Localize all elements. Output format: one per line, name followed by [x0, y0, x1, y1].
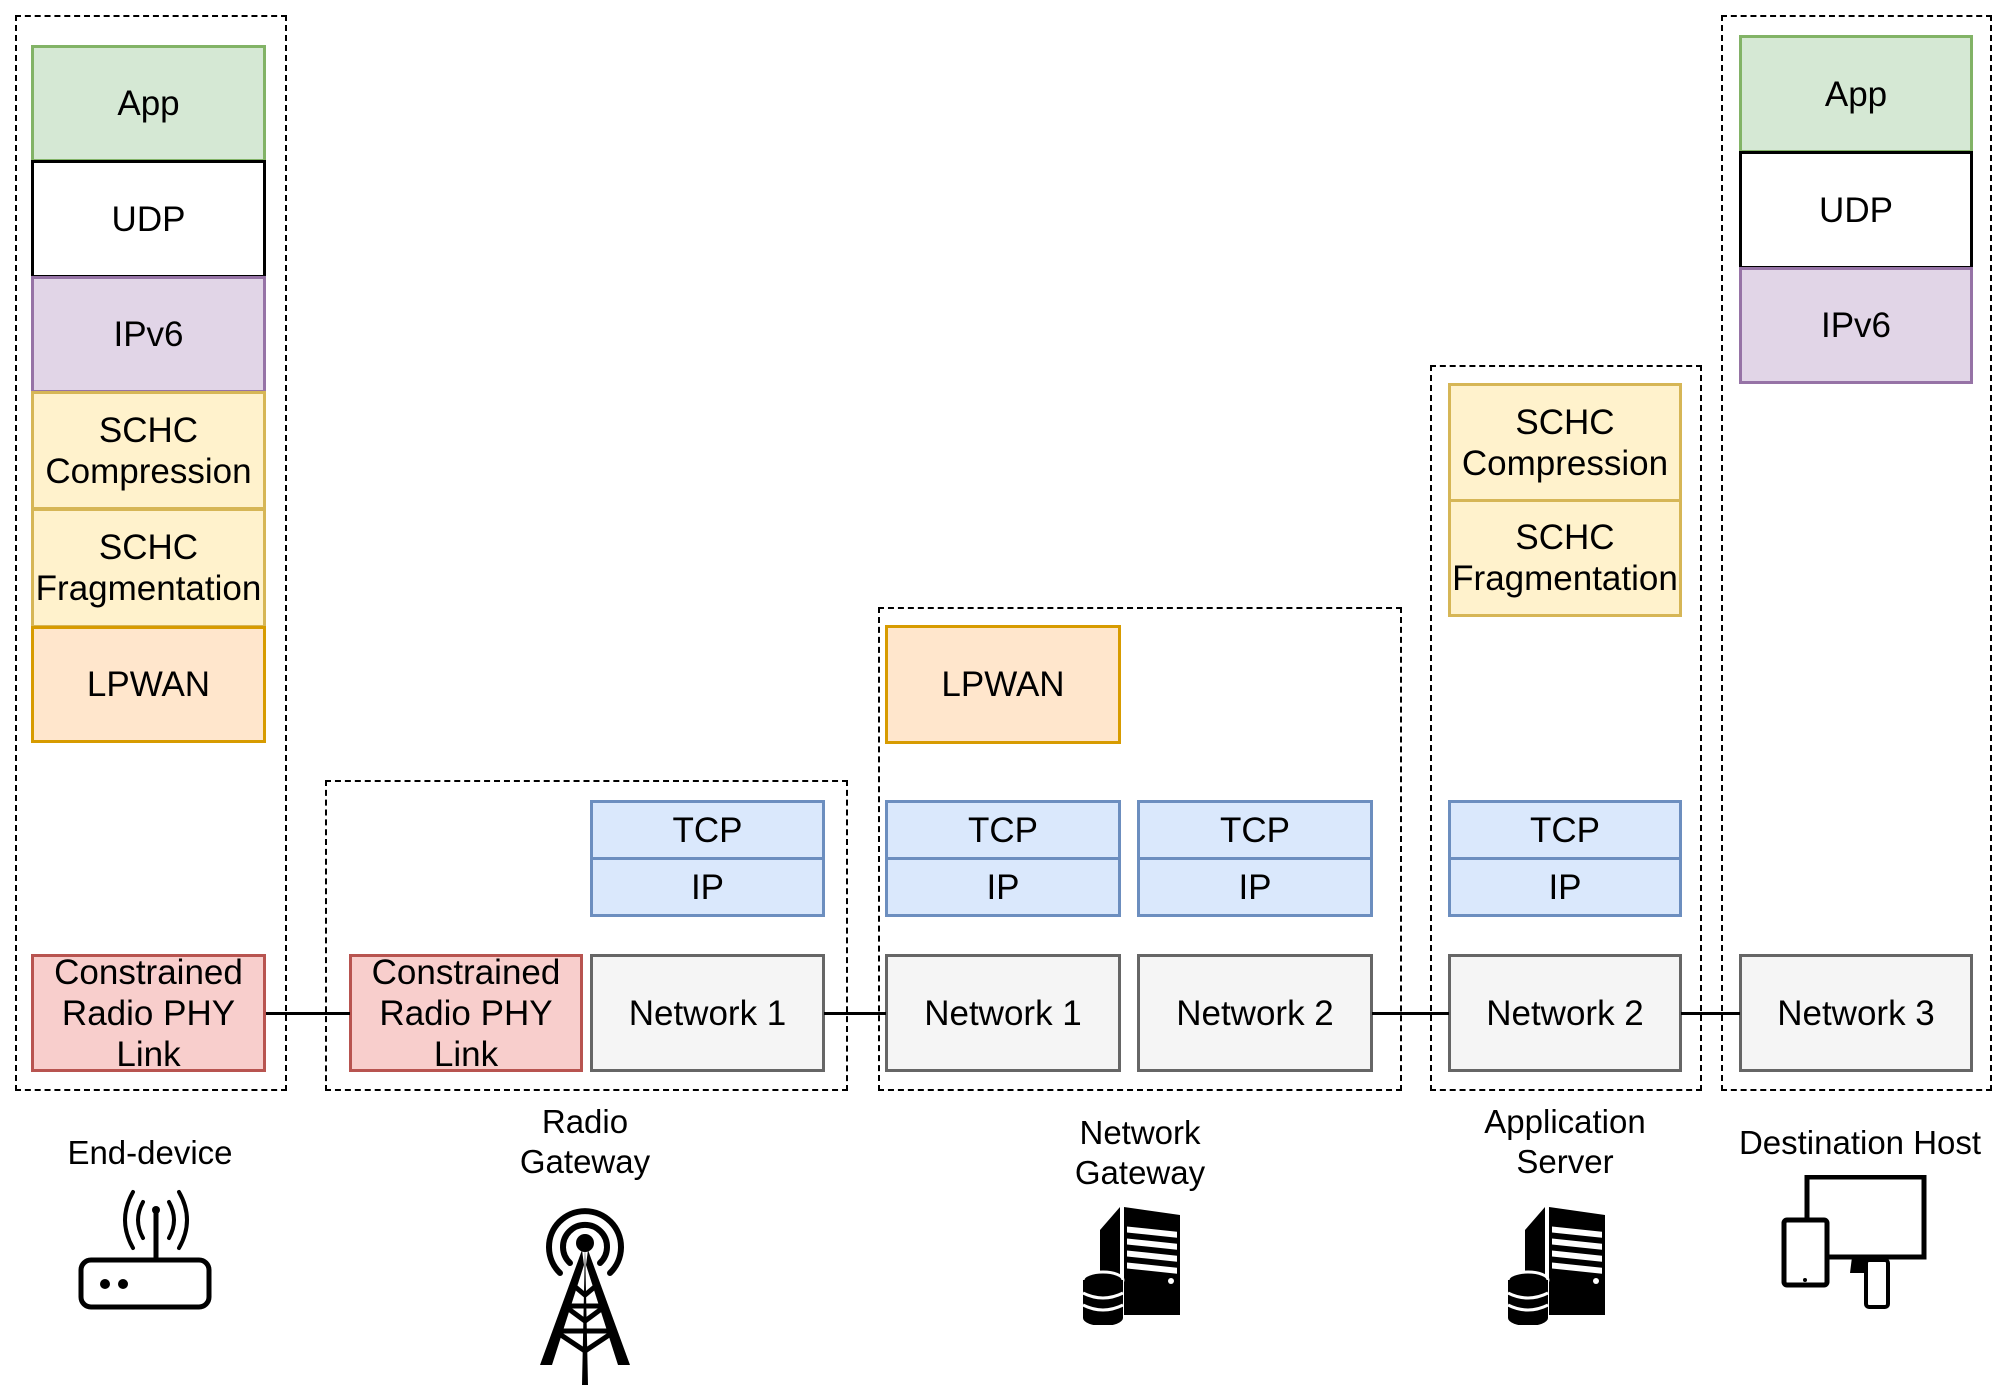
router-icon [78, 1190, 212, 1310]
radio-gateway-ip-layer: IP [590, 857, 825, 917]
network-gateway-network-2-layer: Network 2 [1137, 954, 1373, 1072]
network-gateway-right-tcp-layer: TCP [1137, 800, 1373, 860]
server-icon [1081, 1207, 1180, 1325]
devices-icon [1781, 1175, 1927, 1309]
destination-host-network-3-layer: Network 3 [1739, 954, 1973, 1072]
radio-gateway-phy-link-layer: Constrained Radio PHY Link [349, 953, 583, 1074]
network-gateway-network-1-layer: Network 1 [885, 954, 1121, 1072]
end-device-ipv6-layer: IPv6 [31, 276, 266, 393]
end-device-udp-layer: UDP [31, 160, 266, 278]
radio-gateway-container [325, 780, 848, 1091]
end-device-label: End-device [67, 1134, 233, 1171]
destination-host-app-layer: App [1739, 35, 1973, 153]
network-gateway-right-ip-layer: IP [1137, 857, 1373, 917]
radio-gateway-label: Radio Gateway [519, 1103, 651, 1180]
end-device-app-layer: App [31, 45, 266, 162]
end-device-phy-link-layer: Constrained Radio PHY Link [31, 953, 266, 1074]
network-gateway-container [878, 607, 1402, 1091]
link-end-device-radio-gateway [266, 1012, 350, 1015]
end-device-schc-compression-layer: SCHC Compression [31, 391, 266, 510]
network-gateway-lpwan-layer: LPWAN [885, 625, 1121, 744]
link-application-server-destination-host [1681, 1012, 1740, 1015]
network-gateway-left-tcp-layer: TCP [885, 800, 1121, 860]
application-server-tcp-layer: TCP [1448, 800, 1682, 860]
application-server-ip-layer: IP [1448, 857, 1682, 917]
server-icon [1506, 1207, 1605, 1325]
destination-host-ipv6-layer: IPv6 [1739, 267, 1973, 384]
network-gateway-label: Network Gateway [1074, 1114, 1206, 1191]
destination-host-udp-layer: UDP [1739, 151, 1973, 269]
destination-host-container [1721, 15, 1992, 1091]
application-server-network-2-layer: Network 2 [1448, 954, 1682, 1072]
end-device-lpwan-layer: LPWAN [31, 626, 266, 743]
application-server-container [1430, 365, 1702, 1091]
application-server-schc-compression-layer: SCHC Compression [1448, 383, 1682, 502]
link-radio-gateway-network-gateway [824, 1012, 886, 1015]
end-device-container [15, 15, 287, 1091]
application-server-schc-fragmentation-layer: SCHC Fragmentation [1448, 499, 1682, 617]
network-gateway-left-ip-layer: IP [885, 857, 1121, 917]
radio-gateway-network-1-layer: Network 1 [590, 954, 825, 1072]
application-server-label: Application Server [1484, 1103, 1646, 1180]
radio-tower-icon [540, 1208, 630, 1385]
link-network-gateway-application-server [1372, 1012, 1449, 1015]
destination-host-label: Destination Host [1738, 1124, 1982, 1161]
radio-gateway-tcp-layer: TCP [590, 800, 825, 860]
end-device-schc-fragmentation-layer: SCHC Fragmentation [31, 508, 266, 628]
